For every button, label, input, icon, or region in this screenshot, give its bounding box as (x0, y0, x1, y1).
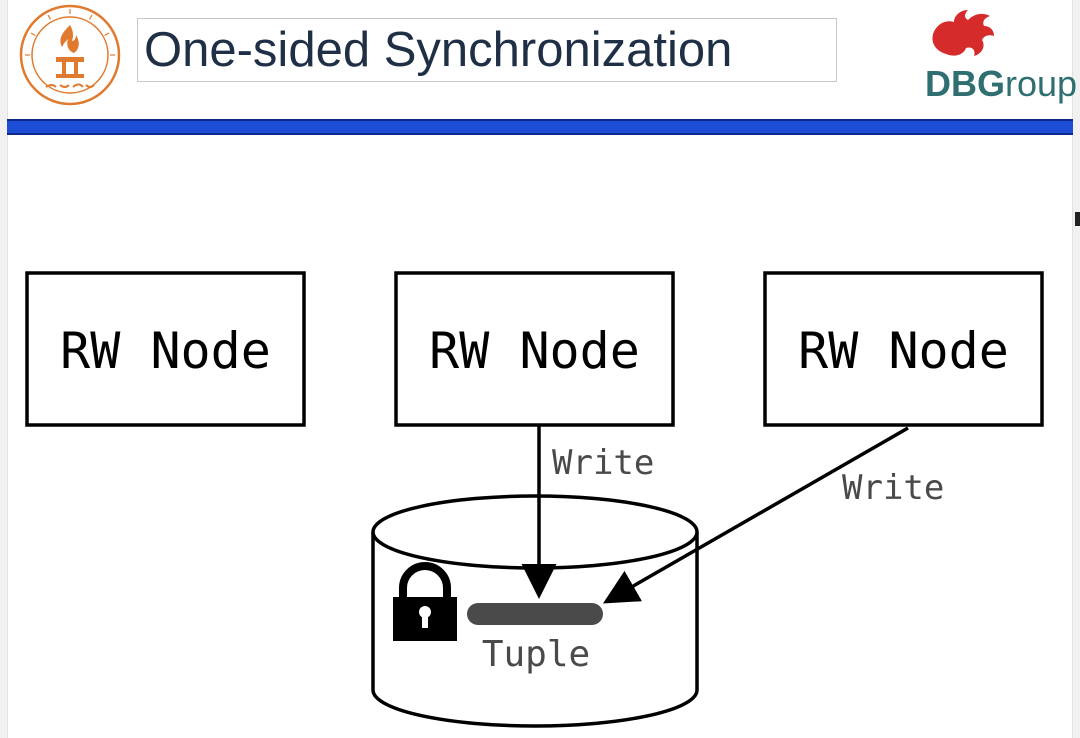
right-edge-mark (1075, 212, 1080, 226)
left-frame-edge (0, 0, 8, 738)
rw-node-3-label: RW Node (798, 322, 1009, 380)
rw-node-1: RW Node (25, 271, 306, 427)
rw-node-1-label: RW Node (60, 322, 271, 380)
write-label-node-3: Write (842, 468, 944, 508)
university-logo (19, 4, 121, 106)
write-arrow-node-3 (602, 426, 909, 604)
rw-node-2-label: RW Node (429, 322, 640, 380)
title-box: One-sided Synchronization (137, 18, 837, 82)
header-bar (7, 119, 1073, 135)
dbgroup-wordmark: DBGroup (925, 66, 1077, 102)
dbgroup-wordmark-bold: DBG (925, 63, 1005, 104)
lock-icon (393, 562, 457, 641)
rw-node-3: RW Node (763, 271, 1044, 427)
dbgroup-logo-mark (932, 10, 994, 56)
right-frame-edge (1072, 0, 1080, 738)
tuple-bar (467, 603, 603, 625)
slide-title: One-sided Synchronization (144, 22, 733, 77)
dbgroup-wordmark-rest: roup (1005, 63, 1078, 104)
write-label-node-2: Write (552, 443, 654, 483)
dbgroup-logo: DBGroup (918, 6, 1078, 106)
tuple-label: Tuple (482, 634, 590, 675)
rw-node-2: RW Node (394, 271, 675, 427)
